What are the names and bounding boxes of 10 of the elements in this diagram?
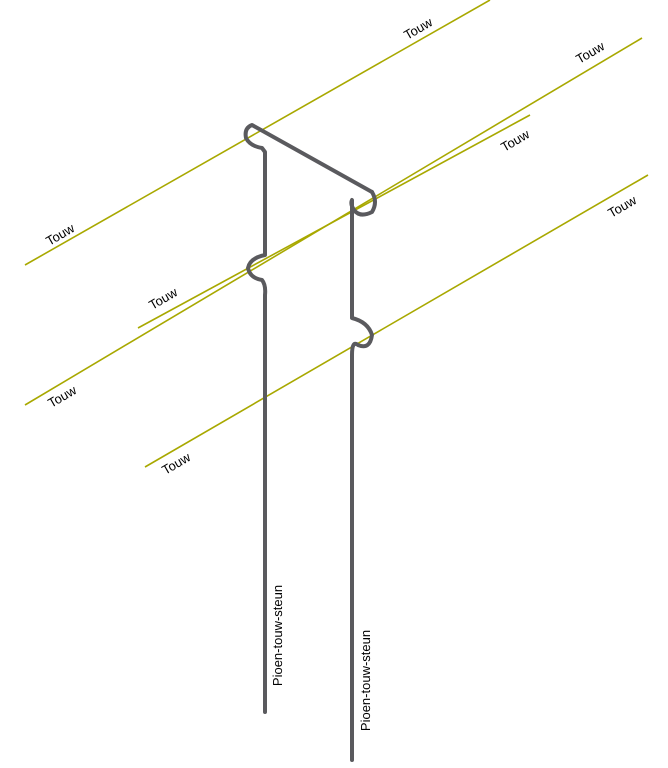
rope-label: Touw [498, 126, 532, 154]
rod-label: Pioen-touw-steun [270, 584, 284, 686]
rope-label: Touw [46, 382, 79, 410]
rope-label: Touw [402, 14, 435, 42]
rope-label: Touw [574, 38, 607, 66]
rope-label: Touw [146, 284, 180, 312]
rod-label: Pioen-touw-steun [358, 629, 372, 731]
rope-label: Touw [160, 450, 193, 476]
rope-label: Touw [606, 192, 639, 220]
rope-label: Touw [44, 220, 77, 248]
